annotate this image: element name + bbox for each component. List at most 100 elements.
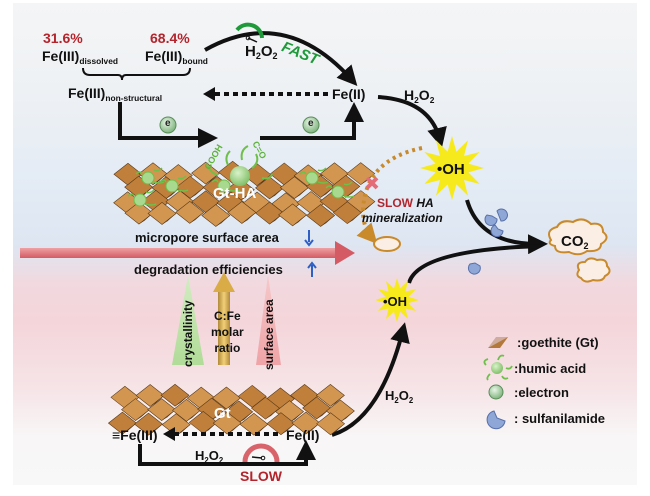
surface-area-label: surface area (262, 299, 276, 370)
goethite-crystal-shadow (189, 212, 204, 224)
goethite-crystal-shadow (240, 189, 255, 201)
oh-to-co2-arrow-top (465, 199, 548, 255)
fe3-bottom-label: ≡Fe(III) (112, 427, 158, 443)
slow-mineralization-arrow (356, 146, 423, 244)
slow-label-mid: SLOW HA (377, 196, 434, 210)
goethite-crystal-shadow (340, 410, 355, 422)
legend-goethite: :goethite (Gt) (517, 335, 599, 350)
humic-acid-chain (325, 181, 355, 198)
oh-top-label: •OH (437, 161, 465, 178)
slow-label-bottom: SLOW (240, 468, 282, 484)
electron-path-left (118, 102, 218, 148)
goethite-crystal-shadow (138, 213, 153, 225)
goethite-crystal-shadow (294, 187, 309, 199)
goethite-crystal-shadow (330, 423, 345, 435)
humic-acid-icon (483, 354, 513, 381)
goethite-crystal-shadow (241, 212, 256, 224)
electron-left-glyph: e (165, 118, 171, 129)
goethite-crystal-shadow (265, 408, 280, 420)
humic-acid-particle (305, 171, 319, 185)
humic-acid-particle (141, 171, 155, 185)
goethite-crystal-shadow (175, 395, 190, 407)
crystallinity-triangle (172, 275, 204, 365)
goethite-crystal-shadow (320, 186, 335, 198)
goethite-crystal-shadow (176, 424, 191, 436)
electron-icon (488, 384, 504, 400)
electron-right-glyph: e (308, 118, 314, 129)
goethite-crystal-shadow (205, 173, 220, 185)
goethite-crystal-shadow (211, 409, 226, 421)
fe-dissolved-label: Fe(III)dissolved (42, 48, 118, 66)
oh-to-co2-arrow-bottom (407, 244, 541, 284)
goethite-crystal-shadow (292, 214, 307, 226)
goethite-layer (107, 383, 355, 437)
pct-dissolved: 31.6% (43, 30, 83, 46)
goethite-humic-layer (113, 160, 376, 227)
fast-arrow (204, 31, 358, 86)
degradation-label: degradation efficiencies (134, 262, 283, 277)
humic-acid-chain (127, 189, 157, 206)
slow-regeneration-path (138, 440, 316, 466)
hydroxyl-radical-burst-bottom (375, 278, 419, 322)
humic-acid-chain (299, 167, 329, 184)
sulfanilamide-icon (467, 208, 508, 275)
h2o2-fast-label: H2O2 (245, 43, 278, 61)
surface-area-triangle (256, 275, 281, 365)
goethite-crystal-shadow (227, 423, 242, 435)
humic-acid-particle (165, 179, 179, 193)
electron-path-right (260, 102, 364, 140)
gt-ha-label: Gt-HA (213, 185, 257, 202)
goethite-crystal-shadow (305, 422, 320, 434)
mineralization-label: mineralization (362, 211, 443, 225)
cloud-small-right (576, 257, 611, 283)
goethite-crystal-shadow (269, 187, 284, 199)
goethite-crystal-shadow (226, 397, 241, 409)
fe2-bottom-label: Fe(II) (286, 427, 320, 443)
cloud-small-left (373, 236, 401, 252)
goethite-crystal-shadow (124, 397, 139, 409)
legend-humic-acid: :humic acid (514, 361, 587, 376)
goethite-crystal-shadow (320, 215, 335, 227)
goethite-crystal-shadow (148, 424, 163, 436)
humic-acid-chain (135, 167, 165, 184)
legend-electron: :electron (514, 385, 569, 400)
goethite-crystal-shadow (135, 409, 150, 421)
blocked-x-icon (365, 176, 379, 190)
humic-acid-icon (207, 145, 273, 186)
legend-sulfanilamide: : sulfanilamide (514, 411, 606, 426)
bracket (82, 67, 191, 81)
humic-acid-particle (217, 179, 231, 193)
goethite-crystal-shadow (347, 212, 362, 224)
goethite-crystal-shadow (345, 186, 360, 198)
fe-bound-label: Fe(III)bound (145, 48, 208, 66)
goethite-crystal-shadow (122, 423, 137, 435)
humic-acid-particle (331, 185, 345, 199)
goethite-crystal-shadow (330, 395, 345, 407)
oh-bottom-label: •OH (383, 294, 408, 309)
humic-acid-particle (133, 193, 147, 207)
arrow-up-icon (307, 261, 317, 277)
slow-gauge-icon (242, 443, 280, 463)
goethite-crystal-shadow (150, 395, 165, 407)
crystallinity-label: crystallinity (181, 300, 195, 367)
co2-cloud (548, 218, 608, 256)
goethite-crystal-shadow (203, 422, 218, 434)
goethite-crystal-shadow (289, 411, 304, 423)
h2o2-bottom-right-label: H2O2 (385, 388, 414, 405)
goethite-crystal-shadow (186, 410, 201, 422)
fast-gauge-icon (235, 22, 264, 43)
electron-icon (302, 116, 320, 134)
trend-arrow (20, 241, 355, 265)
h2o2-arrow-top (377, 95, 447, 148)
goethite-crystal-shadow (238, 411, 253, 423)
goethite-crystal-shadow (190, 187, 205, 199)
fe-nonstructural-label: Fe(III)non-structural (68, 85, 163, 103)
pct-bound: 68.4% (150, 30, 190, 46)
h2o2-top-right-label: H2O2 (404, 87, 435, 105)
humic-acid-chain (159, 175, 189, 192)
h2o2-bottom-label: H2O2 (195, 448, 224, 465)
sulfanilamide-icon (486, 410, 506, 430)
goethite-crystal-shadow (162, 213, 177, 225)
